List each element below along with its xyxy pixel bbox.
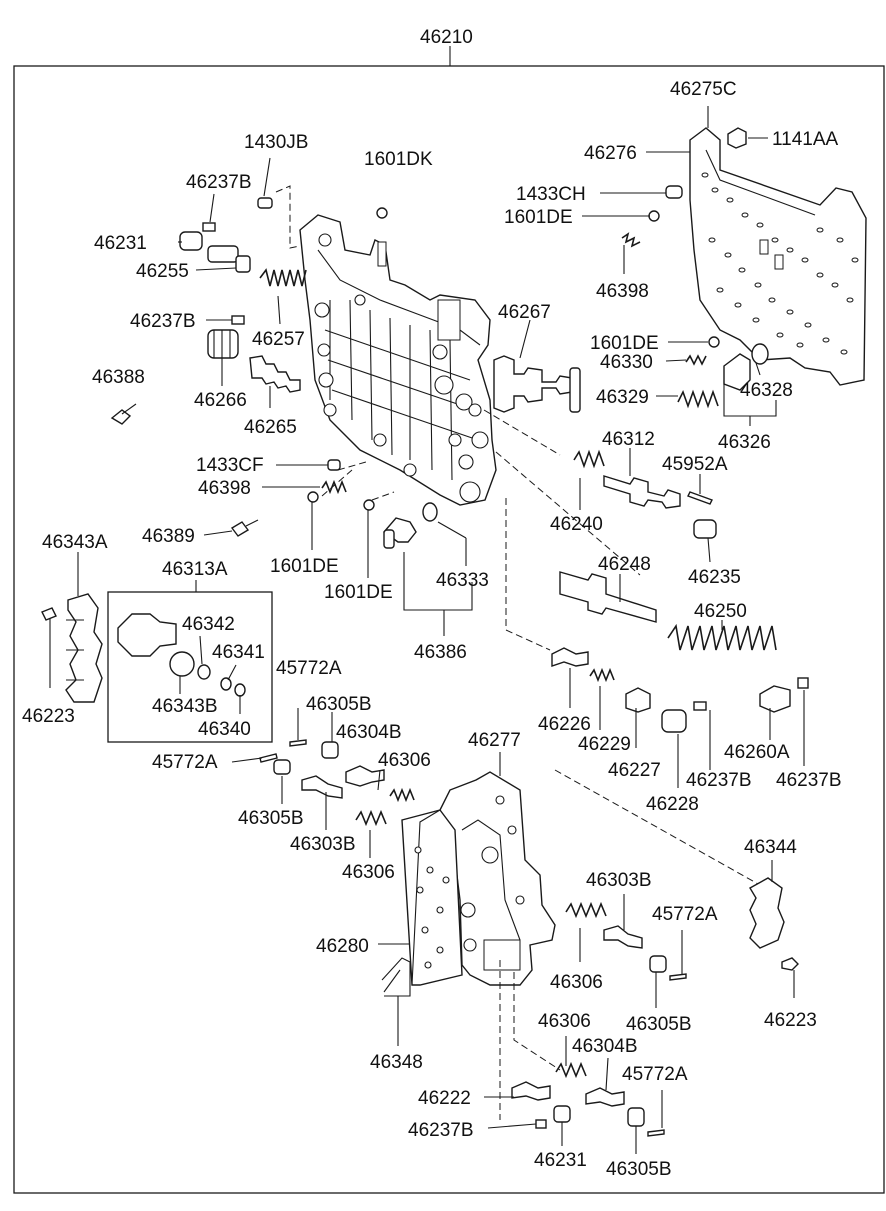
label-46235: 46235: [688, 567, 741, 588]
label-46223: 46223: [22, 706, 75, 727]
label-45772a: 45772A: [622, 1064, 688, 1085]
label-1601de: 1601DE: [270, 556, 339, 577]
part-labels: 46210 46275C 1141AA 46276 1430JB 1601DK …: [22, 27, 842, 1180]
solenoid-kit-box: [107, 580, 273, 743]
label-46343b: 46343B: [152, 696, 218, 717]
label-46267: 46267: [498, 302, 551, 323]
label-46257: 46257: [252, 329, 305, 350]
label-1430jb: 1430JB: [244, 132, 308, 153]
label-46237b: 46237B: [186, 172, 252, 193]
label-46312: 46312: [602, 429, 655, 450]
label-46276: 46276: [584, 143, 637, 164]
label-46386: 46386: [414, 642, 467, 663]
label-46330: 46330: [600, 352, 653, 373]
label-46313a: 46313A: [162, 559, 228, 580]
small-parts-top-left: [110, 185, 438, 549]
label-46240: 46240: [550, 514, 603, 535]
label-46388: 46388: [92, 367, 145, 388]
label-46306: 46306: [342, 862, 395, 883]
label-46306: 46306: [538, 1011, 591, 1032]
small-parts-top-right: [483, 127, 809, 886]
label-46226: 46226: [538, 714, 591, 735]
label-46227: 46227: [608, 760, 661, 781]
label-46348: 46348: [370, 1052, 423, 1073]
separator-plate: [689, 127, 867, 386]
label-45772a: 45772A: [276, 658, 342, 679]
label-46306: 46306: [378, 750, 431, 771]
label-46228: 46228: [646, 794, 699, 815]
label-46344: 46344: [744, 837, 797, 858]
label-46342: 46342: [182, 614, 235, 635]
label-46305b: 46305B: [238, 808, 304, 829]
label-46326: 46326: [718, 432, 771, 453]
label-46237b: 46237B: [686, 770, 752, 791]
leader-lines: [77, 106, 805, 1154]
label-46305b: 46305B: [306, 694, 372, 715]
label-46389: 46389: [142, 526, 195, 547]
assembly-frame: [13, 65, 885, 1194]
solenoid-brackets: [41, 593, 799, 998]
label-46398: 46398: [596, 281, 649, 302]
label-46250: 46250: [694, 601, 747, 622]
label-45772a: 45772A: [652, 904, 718, 925]
label-46304b: 46304B: [336, 722, 402, 743]
label-46343a: 46343A: [42, 532, 108, 553]
label-1433ch: 1433CH: [516, 184, 586, 205]
label-46280: 46280: [316, 936, 369, 957]
label-46266: 46266: [194, 390, 247, 411]
label-1601de: 1601DE: [324, 582, 393, 603]
label-1601dk: 1601DK: [364, 149, 433, 170]
label-1601de: 1601DE: [504, 207, 573, 228]
label-46329: 46329: [596, 387, 649, 408]
upper-valve-body: [299, 214, 497, 506]
label-46303b: 46303B: [586, 870, 652, 891]
label-1601de: 1601DE: [590, 333, 659, 354]
label-45772a: 45772A: [152, 752, 218, 773]
label-46265: 46265: [244, 417, 297, 438]
label-46223: 46223: [764, 1010, 817, 1031]
small-parts-lower-right: [499, 901, 687, 1137]
label-46304b: 46304B: [572, 1036, 638, 1057]
label-46231: 46231: [94, 233, 147, 254]
label-46222: 46222: [418, 1088, 471, 1109]
label-46303b: 46303B: [290, 834, 356, 855]
label-46305b: 46305B: [626, 1014, 692, 1035]
label-46248: 46248: [598, 554, 651, 575]
label-1433cf: 1433CF: [196, 455, 264, 476]
label-46229: 46229: [578, 734, 631, 755]
label-45952a: 45952A: [662, 454, 728, 475]
label-46340: 46340: [198, 719, 251, 740]
label-46260a: 46260A: [724, 742, 790, 763]
label-46237b: 46237B: [130, 311, 196, 332]
small-parts-lower-left: [259, 708, 415, 997]
label-46277: 46277: [468, 730, 521, 751]
label-46231: 46231: [534, 1150, 587, 1171]
label-46275c: 46275C: [670, 79, 737, 100]
label-46237b: 46237B: [776, 770, 842, 791]
label-46305b: 46305B: [606, 1159, 672, 1180]
label-1141aa: 1141AA: [772, 129, 839, 150]
label-46328: 46328: [740, 380, 793, 401]
label-46333: 46333: [436, 570, 489, 591]
label-46341: 46341: [212, 642, 265, 663]
label-46306: 46306: [550, 972, 603, 993]
label-46237b: 46237B: [408, 1120, 474, 1141]
lower-valve-body: [401, 771, 556, 986]
label-46210: 46210: [420, 27, 473, 48]
label-46255: 46255: [136, 261, 189, 282]
label-46398: 46398: [198, 478, 251, 499]
